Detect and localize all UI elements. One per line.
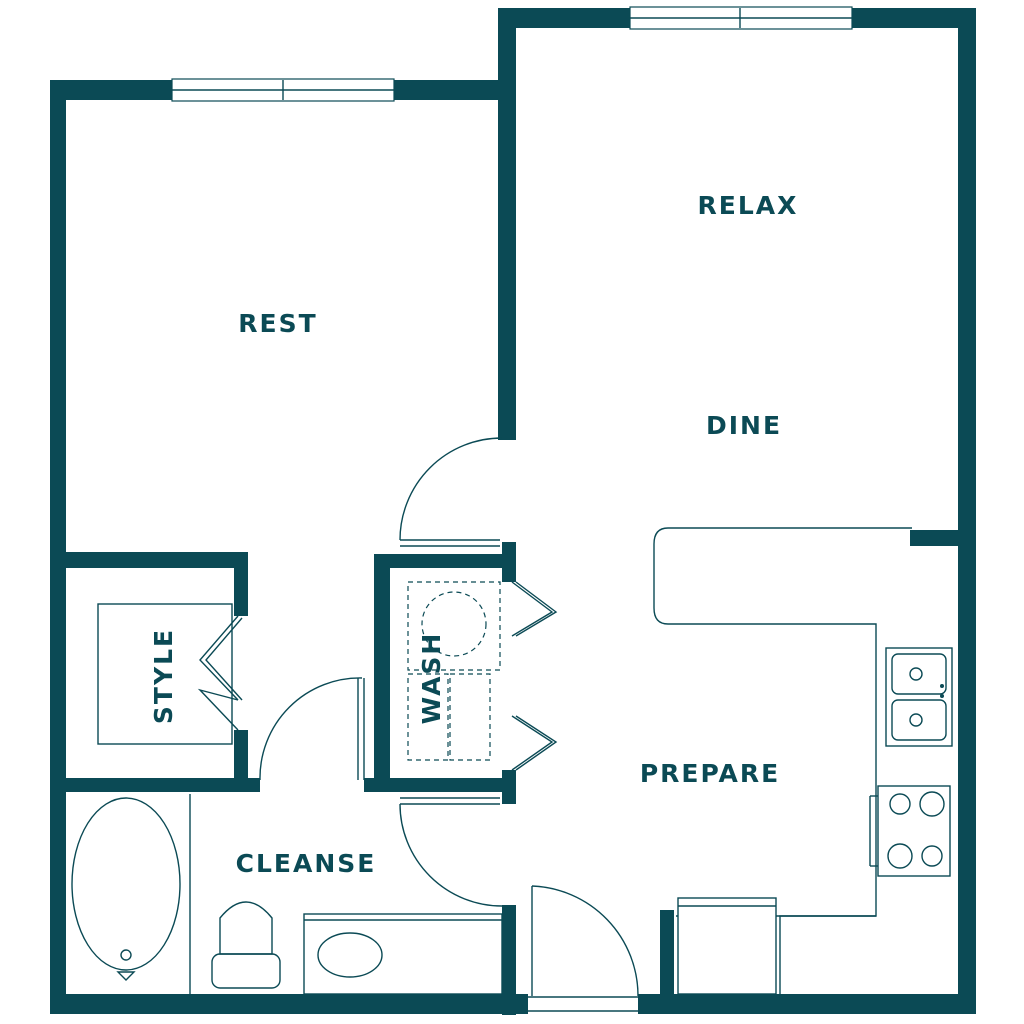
washer-dryer	[407, 581, 501, 761]
room-label-prepare: PREPARE	[640, 759, 780, 788]
kitchen-counter	[653, 527, 912, 994]
toilet-icon	[211, 901, 281, 989]
room-label-wash: WASH	[417, 632, 446, 725]
closet-shelf	[97, 603, 233, 745]
interior-walls	[50, 530, 976, 1015]
room-label-relax: RELAX	[698, 191, 799, 220]
exterior-walls	[50, 8, 976, 1014]
vanity-sink-icon	[303, 913, 503, 995]
entry-door	[528, 885, 639, 1016]
window-top-relax	[629, 6, 853, 30]
stove-icon	[869, 785, 951, 877]
room-label-style: STYLE	[149, 628, 178, 724]
kitchen-sink-icon	[885, 647, 953, 747]
room-label-dine: DINE	[706, 411, 782, 440]
room-label-cleanse: CLEANSE	[236, 849, 377, 878]
refrigerator-icon	[677, 897, 777, 995]
window-top-rest	[171, 78, 395, 102]
bathtub-icon	[71, 794, 191, 994]
room-label-rest: REST	[238, 309, 317, 338]
door-swings	[197, 437, 558, 907]
